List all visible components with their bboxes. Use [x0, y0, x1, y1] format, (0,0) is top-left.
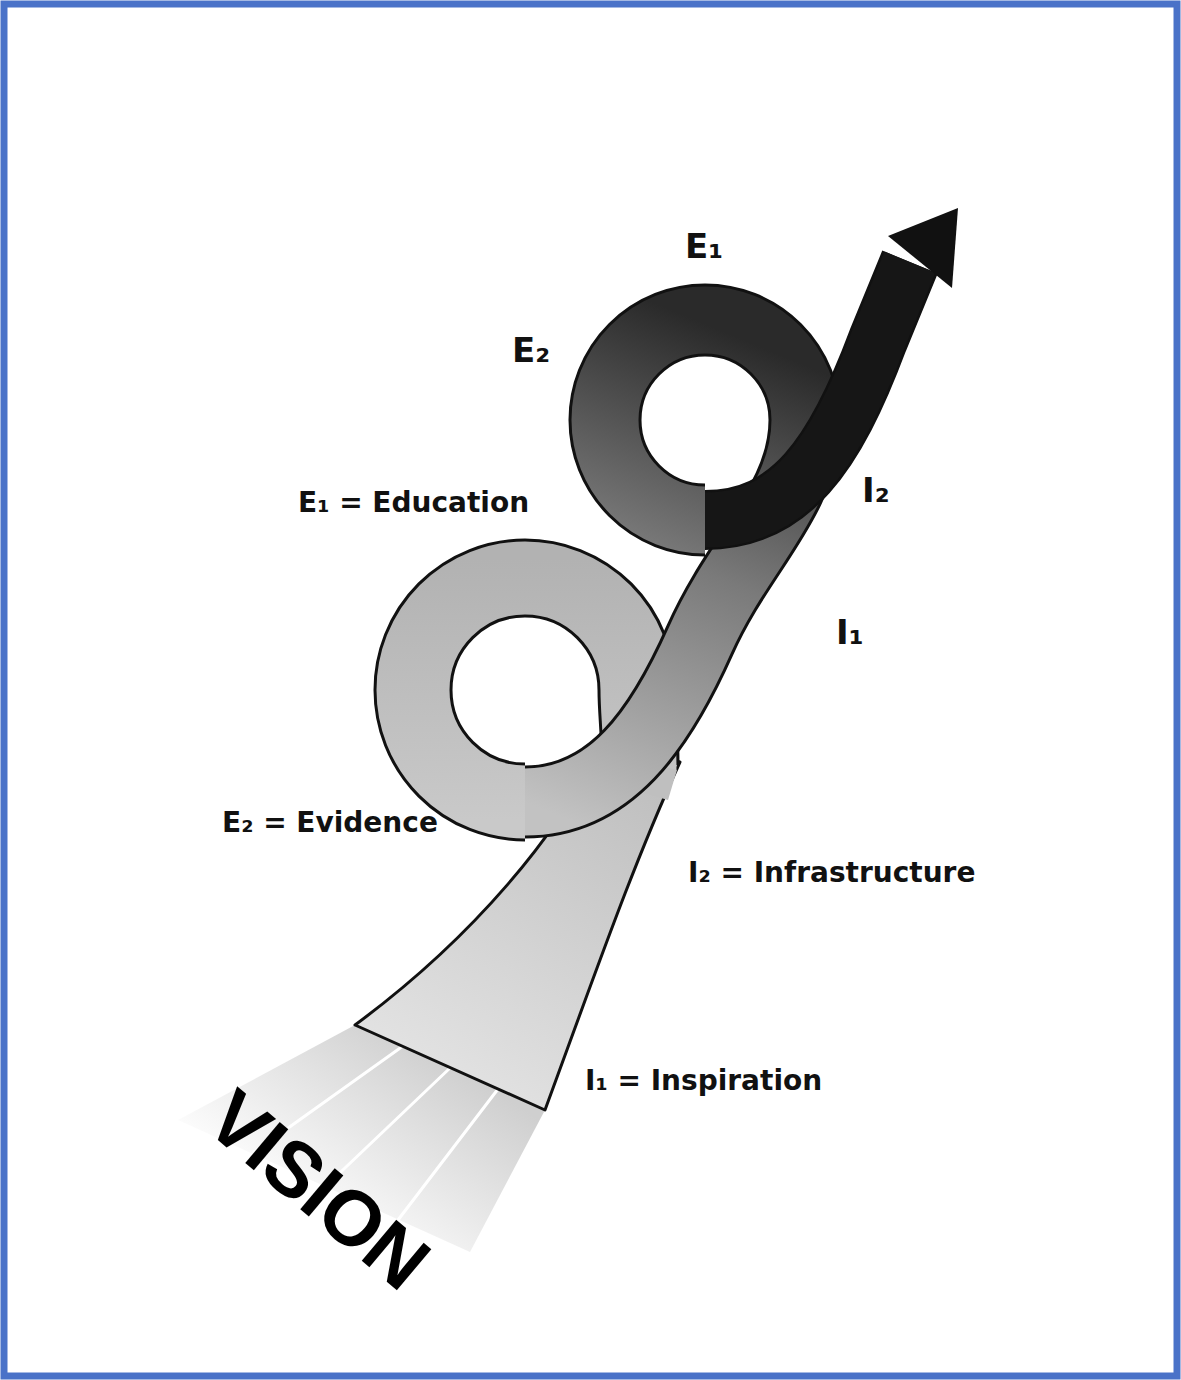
- key-label: E₁ = Education: [298, 486, 529, 520]
- loop-letter: E₁: [685, 226, 723, 267]
- loop-letter: I₂: [862, 470, 890, 511]
- loop-letter: E₂: [512, 330, 550, 371]
- arrow-shaft: [705, 262, 910, 520]
- ribbon-outline: [525, 320, 805, 802]
- key-label: I₂ = Infrastructure: [688, 856, 975, 890]
- ribbon-outline: [705, 262, 910, 520]
- key-label: E₂ = Evidence: [222, 806, 438, 840]
- upper-loop: [525, 320, 805, 802]
- vision-title: VISION: [189, 1071, 447, 1309]
- arrow-head: [888, 208, 958, 288]
- key-label: I₁ = Inspiration: [585, 1064, 822, 1098]
- frame-border: [4, 4, 1177, 1376]
- loop-letter: I₁: [836, 612, 864, 653]
